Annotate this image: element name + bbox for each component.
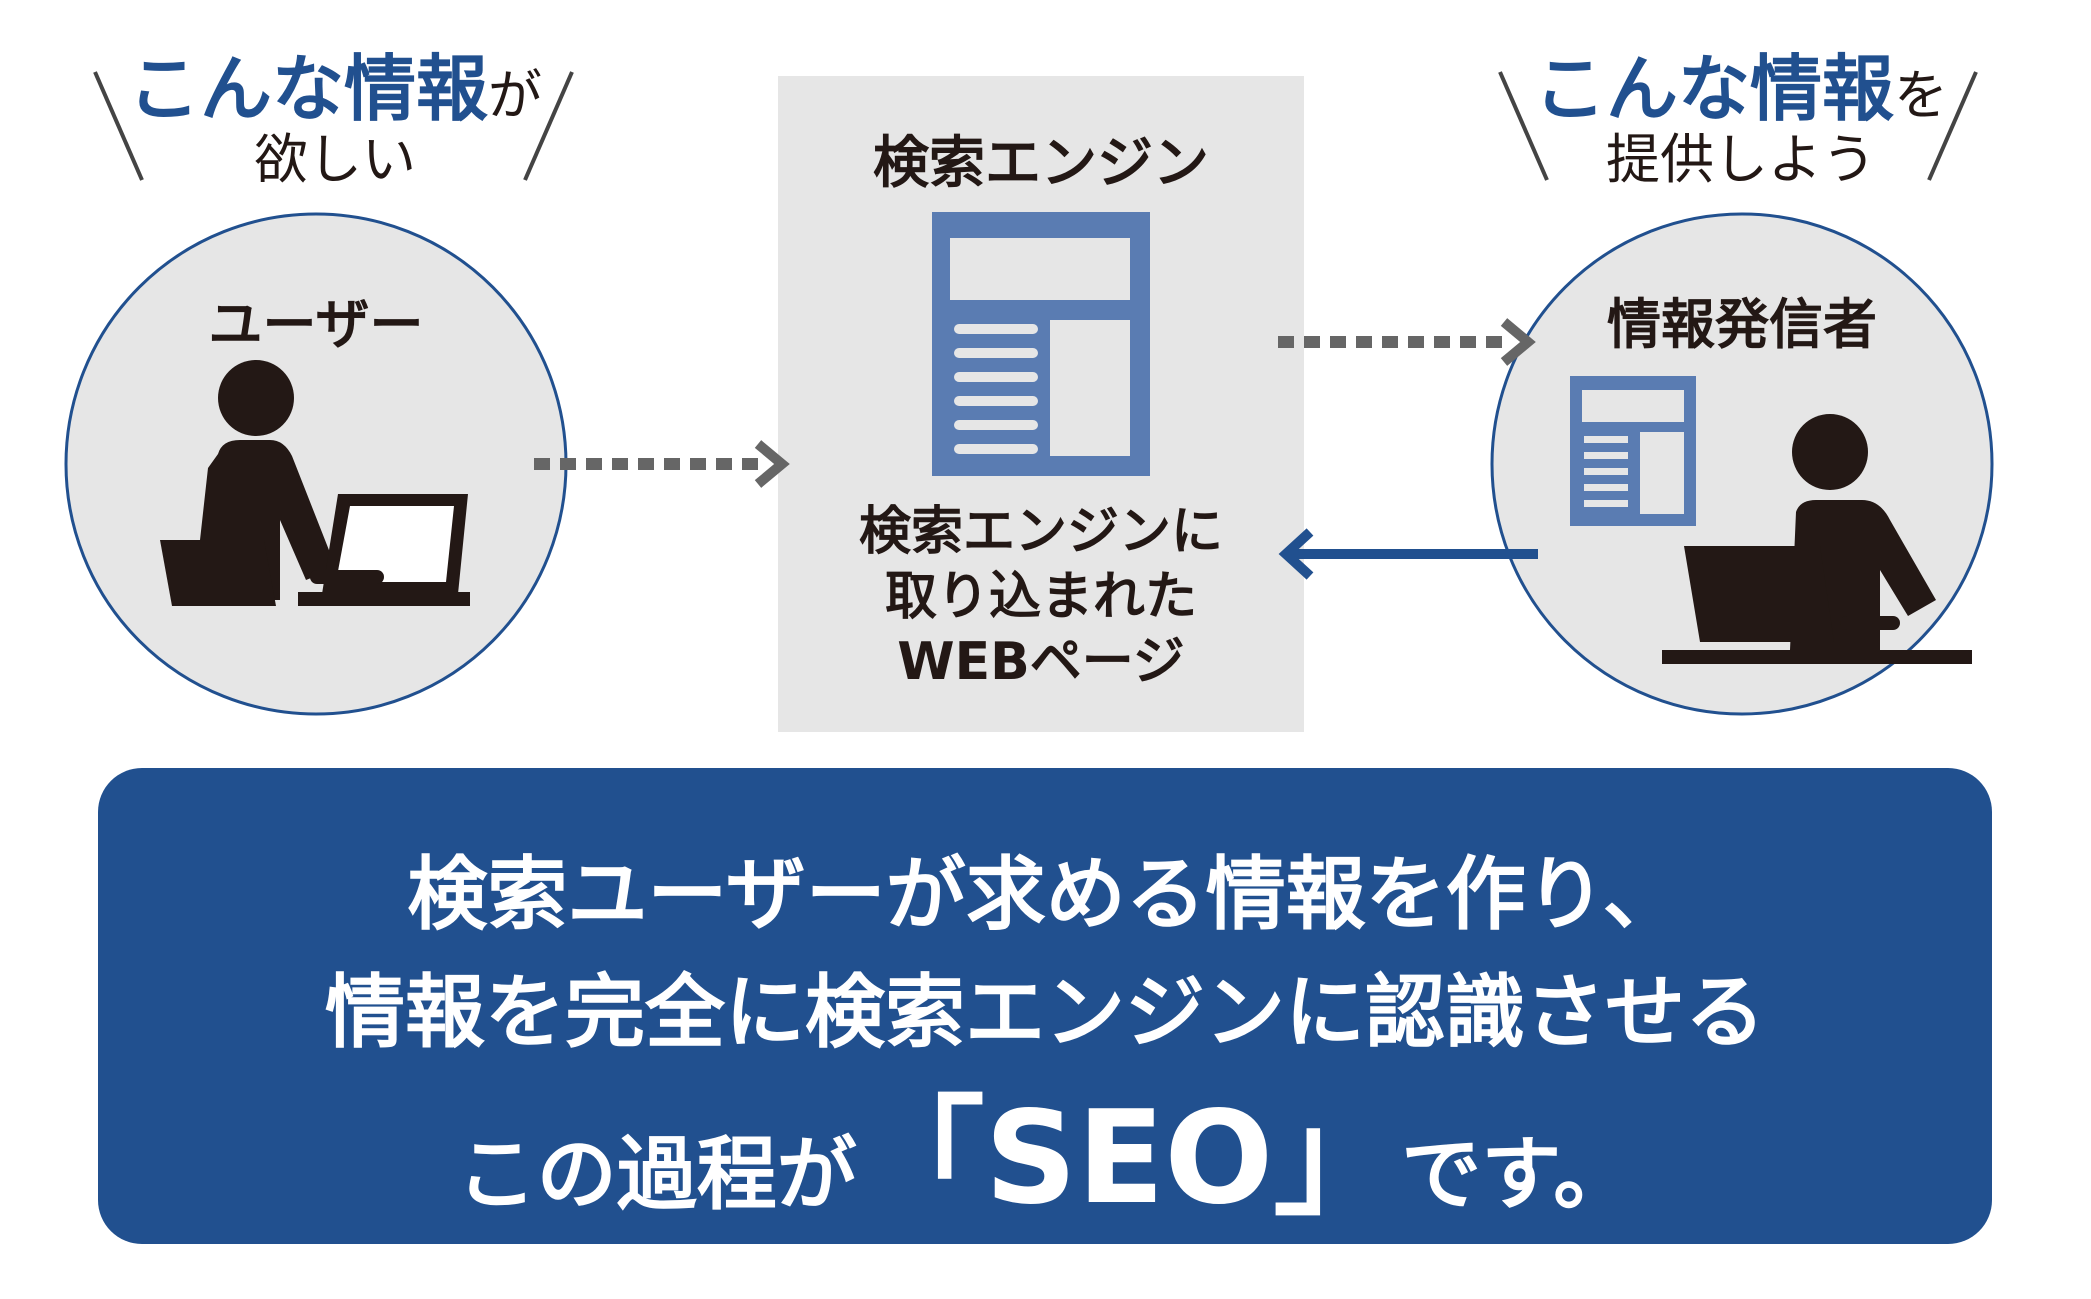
left-bubble-particle: が [488,64,542,127]
right-bubble-line2: 提供しよう [1606,127,1876,191]
user-at-laptop-icon [160,360,470,606]
left-bubble-slash-left [93,71,144,181]
banner-line-3-suffix: です。 [1401,1128,1634,1221]
banner-line-3-prefix: この過程が [456,1128,857,1221]
arrow-publisher-to-engine [1278,528,1538,580]
right-bubble-particle: を [1894,64,1948,127]
publisher-at-laptop-icon [1570,376,1972,664]
arrow-user-to-engine [534,440,790,488]
banner-line-2: 情報を完全に検索エンジンに認識させる [325,966,1765,1059]
arrow-engine-to-publisher [1278,318,1536,366]
right-bubble: こんな情報を 提供しよう [1526,51,1956,191]
engine-caption-line-1: 検索エンジンに [858,502,1223,562]
engine-caption-line-2: 取り込まれた [884,567,1197,627]
banner-line-3: この過程が「SEO」です。 [98,1054,1992,1239]
user-label: ユーザー [208,293,424,356]
engine-title: 検索エンジン [873,131,1209,196]
banner-seo-emphasis: 「SEO」 [856,1084,1402,1233]
right-bubble-highlight: こんな情報 [1533,47,1894,131]
right-bubble-slash-left [1498,71,1549,181]
publisher-label: 情報発信者 [1607,293,1877,356]
seo-banner: 検索ユーザーが求める情報を作り、 情報を完全に検索エンジンに認識させる この過程… [98,768,1992,1244]
engine-caption-line-3: WEBページ [897,632,1185,692]
right-bubble-slash-right [1927,71,1978,181]
left-bubble-slash-right [523,71,574,181]
left-bubble-highlight: こんな情報 [127,47,488,131]
left-bubble-line2: 欲しい [254,127,416,191]
engine-caption: 検索エンジンに 取り込まれた WEBページ [778,500,1304,695]
left-bubble: こんな情報が 欲しい [120,51,550,191]
web-page-document-icon [932,212,1150,476]
banner-line-1: 検索ユーザーが求める情報を作り、 [407,848,1683,941]
